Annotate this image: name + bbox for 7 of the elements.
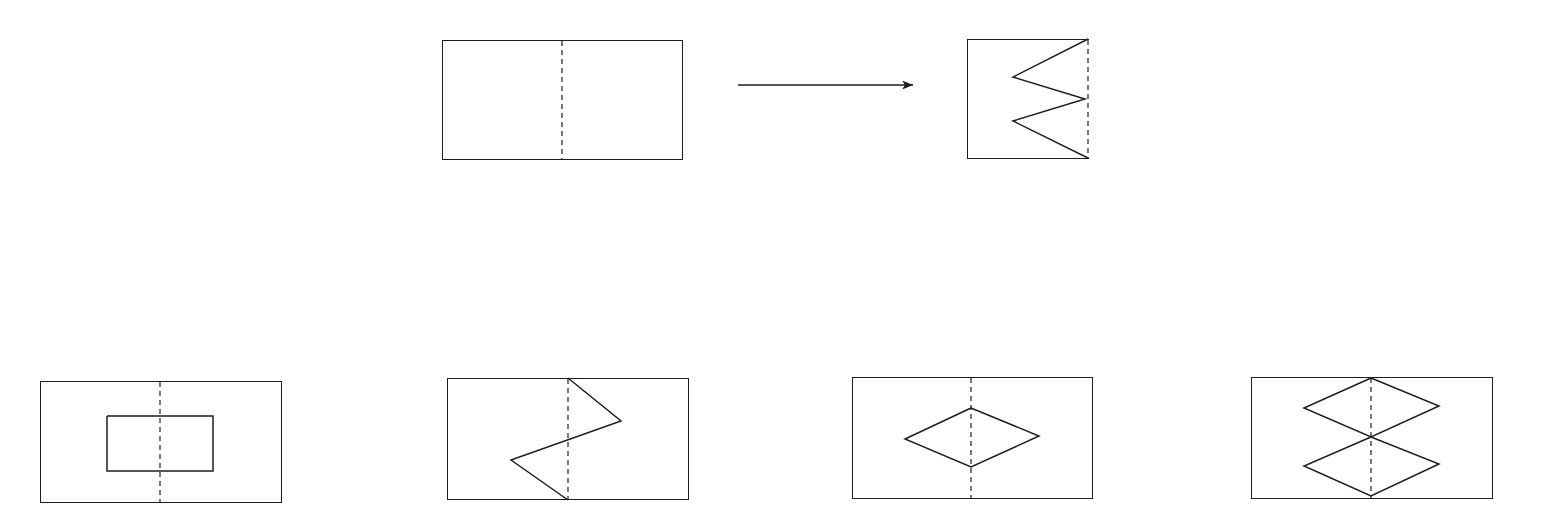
paper-sheet (40, 381, 282, 503)
paper-sheet (852, 377, 1093, 499)
paper-sheet (447, 378, 689, 500)
paper-sheet (442, 40, 683, 160)
paper-sheet (967, 39, 1089, 159)
paper-sheet (1251, 377, 1493, 499)
arrow (737, 80, 914, 90)
